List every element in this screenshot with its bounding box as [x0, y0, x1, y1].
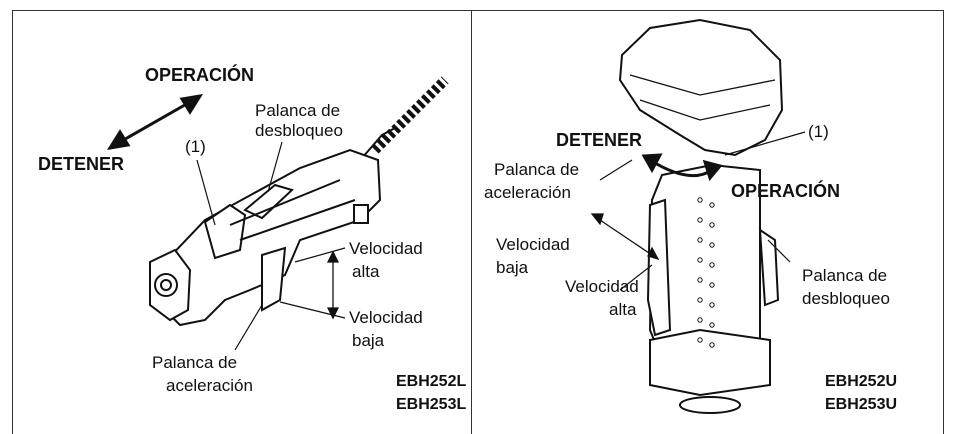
right-leader-lines: [599, 131, 806, 291]
left-leader-lines: [196, 141, 346, 351]
right-rotation-arrow: [641, 153, 723, 182]
left-high-speed-line2: alta: [352, 262, 380, 281]
panel-divider: [471, 10, 472, 434]
right-low-speed-line1: Velocidad: [496, 235, 570, 254]
left-low-speed-line1: Velocidad: [349, 308, 423, 327]
right-callout-1: (1): [808, 122, 829, 141]
left-direction-arrow: [106, 93, 204, 151]
right-handle: [618, 18, 784, 414]
right-model-1: EBH252U: [825, 373, 898, 390]
right-throttle-lever-line2: aceleración: [484, 183, 571, 202]
left-low-speed-line2: baja: [352, 331, 385, 350]
left-speed-arrow: [326, 250, 340, 320]
left-release-lever-line1: Palanca de: [255, 101, 341, 120]
left-throttle-lever-line1: Palanca de: [152, 353, 238, 372]
left-release-lever-line2: desbloqueo: [255, 121, 343, 140]
right-model-2: EBH253U: [825, 396, 898, 413]
right-low-speed-line2: baja: [496, 258, 529, 277]
left-model-2: EBH253L: [396, 396, 467, 413]
right-operation-label: OPERACIÓN: [731, 181, 841, 201]
left-handle: [149, 76, 449, 327]
left-model-1: EBH252L: [396, 373, 467, 390]
right-high-speed-line2: alta: [609, 300, 637, 319]
left-stop-label: DETENER: [38, 154, 125, 174]
left-operation-label: OPERACIÓN: [145, 65, 255, 85]
grip-dots: [697, 197, 715, 348]
right-high-speed-line1: Velocidad: [565, 277, 639, 296]
diagram-frame: [12, 10, 944, 434]
right-release-lever-line1: Palanca de: [802, 266, 888, 285]
right-speed-arrow: [590, 213, 660, 261]
left-callout-1: (1): [185, 137, 206, 156]
right-stop-label: DETENER: [556, 130, 643, 150]
left-high-speed-line1: Velocidad: [349, 239, 423, 258]
left-throttle-lever-line2: aceleración: [166, 376, 253, 395]
right-release-lever-line2: desbloqueo: [802, 289, 890, 308]
right-throttle-lever-line1: Palanca de: [494, 160, 580, 179]
